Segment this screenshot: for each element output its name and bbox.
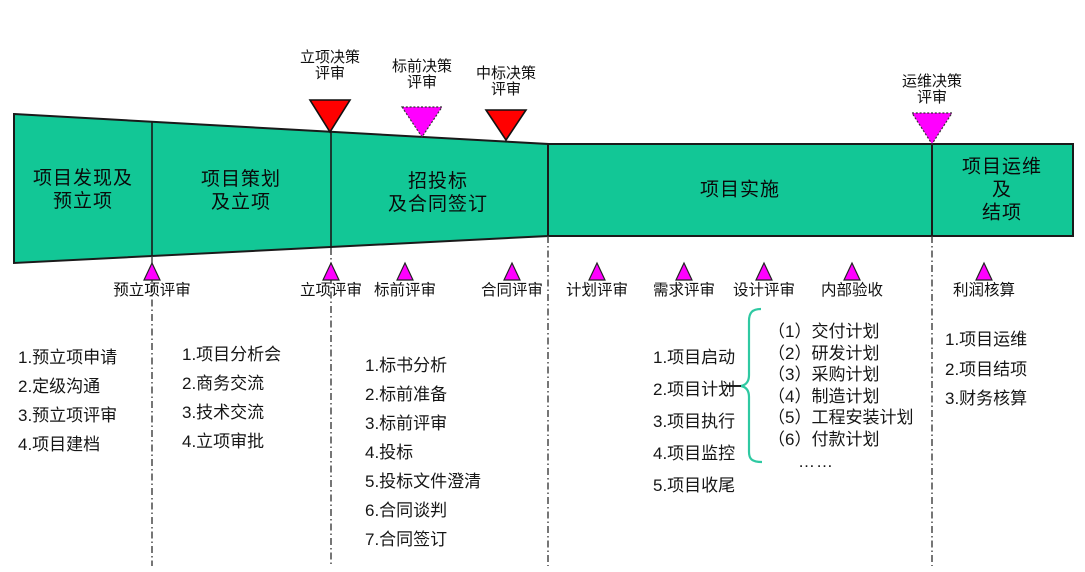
list-item: 2.项目结项 [945, 359, 1028, 379]
decision-triangle-prebid-icon [400, 106, 444, 139]
decision-triangle-om-icon [910, 112, 954, 146]
decision-label-prebid: 标前决策 评审 [391, 58, 453, 91]
decision-triangle-initiation-icon [308, 99, 352, 134]
phase-label-implementation: 项目实施 [699, 179, 781, 201]
review-triangle-preinit-icon [143, 261, 161, 281]
review-label-acceptance: 内部验收 [820, 282, 884, 299]
decision-label-award: 中标决策 评审 [475, 65, 537, 98]
review-triangle-design-icon [755, 261, 773, 281]
phase-label-discovery: 项目发现及 预立项 [32, 168, 134, 212]
list-item: （4）制造计划 [768, 386, 880, 406]
phase-activity-list-closeout: 1.项目运维 2.项目结项 3.财务核算 [945, 330, 1027, 419]
phase-activity-list-bidding: 1.标书分析 2.标前准备 3.标前评审 4.投标 5.投标文件澄清 6.合同谈… [365, 356, 481, 559]
implementation-band [547, 143, 933, 237]
plan-brace [740, 307, 763, 464]
review-triangle-prebid-icon [396, 261, 414, 281]
list-item: 4.立项审批 [182, 432, 265, 451]
decision-label-om: 运维决策 评审 [901, 73, 963, 106]
review-triangle-acceptance-icon [843, 261, 861, 281]
list-item: 1.项目分析会 [182, 345, 282, 364]
list-item: （2）研发计划 [768, 343, 880, 363]
review-label-prebid: 标前评审 [373, 282, 437, 299]
list-item: 3.财务核算 [945, 389, 1028, 408]
list-item: 5.项目收尾 [653, 476, 736, 495]
phase-label-planning: 项目策划 及立项 [200, 169, 282, 213]
decision-label-initiation: 立项决策 评审 [299, 49, 361, 82]
list-item: （6）付款计划 [768, 429, 880, 449]
list-item: 3.项目执行 [653, 412, 736, 431]
list-item: 1.项目启动 [653, 348, 736, 367]
phase-label-closeout: 项目运维及 结项 [961, 156, 1042, 224]
list-item: 6.合同谈判 [365, 501, 448, 520]
list-item: 2.定级沟通 [18, 377, 101, 396]
review-triangle-profit-icon [975, 261, 993, 281]
list-item: 3.技术交流 [182, 403, 265, 422]
list-item: （1）交付计划 [768, 322, 880, 341]
phase-activity-list-discovery: 1.预立项申请 2.定级沟通 3.预立项评审 4.项目建档 [18, 348, 117, 464]
phase-label-bidding: 招投标 及合同签订 [387, 171, 489, 215]
list-item: 1.项目运维 [945, 330, 1028, 349]
list-item: （3）采购计划 [768, 365, 880, 385]
list-item: 1.预立项申请 [18, 348, 118, 367]
review-label-requirement: 需求评审 [652, 282, 716, 299]
list-item-ellipsis: …… [798, 451, 834, 471]
list-item: 7.合同签订 [365, 530, 448, 549]
review-label-preinit: 预立项评审 [113, 282, 191, 299]
review-label-plan: 计划评审 [565, 282, 629, 299]
list-item: 4.投标 [365, 443, 414, 462]
list-item: 4.项目监控 [653, 444, 736, 463]
review-triangle-contract-icon [503, 261, 521, 281]
list-item: 2.项目计划 [653, 380, 736, 399]
review-triangle-plan-icon [588, 261, 606, 281]
list-item: 2.标前准备 [365, 385, 448, 404]
review-triangle-initiation-icon [322, 261, 340, 281]
review-label-profit: 利润核算 [952, 282, 1016, 299]
closeout-band [931, 143, 1074, 237]
plan-detail-list: （1）交付计划 （2）研发计划 （3）采购计划 （4）制造计划 （5）工程安装计… [768, 322, 913, 473]
review-triangle-requirement-icon [675, 261, 693, 281]
decision-triangle-award-icon [484, 109, 528, 142]
review-label-contract: 合同评审 [480, 282, 544, 299]
list-item: （5）工程安装计划 [768, 408, 914, 428]
phase-activity-list-planning: 1.项目分析会 2.商务交流 3.技术交流 4.立项审批 [182, 345, 281, 461]
list-item: 3.标前评审 [365, 414, 448, 433]
list-item: 5.投标文件澄清 [365, 472, 482, 491]
list-item: 2.商务交流 [182, 374, 265, 393]
review-label-initiation: 立项评审 [299, 282, 363, 299]
list-item: 3.预立项评审 [18, 406, 118, 425]
list-item: 1.标书分析 [365, 356, 448, 375]
phase-activity-list-implementation: 1.项目启动 2.项目计划 3.项目执行 4.项目监控 5.项目收尾 [653, 348, 735, 508]
list-item: 4.项目建档 [18, 435, 101, 454]
review-label-design: 设计评审 [732, 282, 796, 299]
